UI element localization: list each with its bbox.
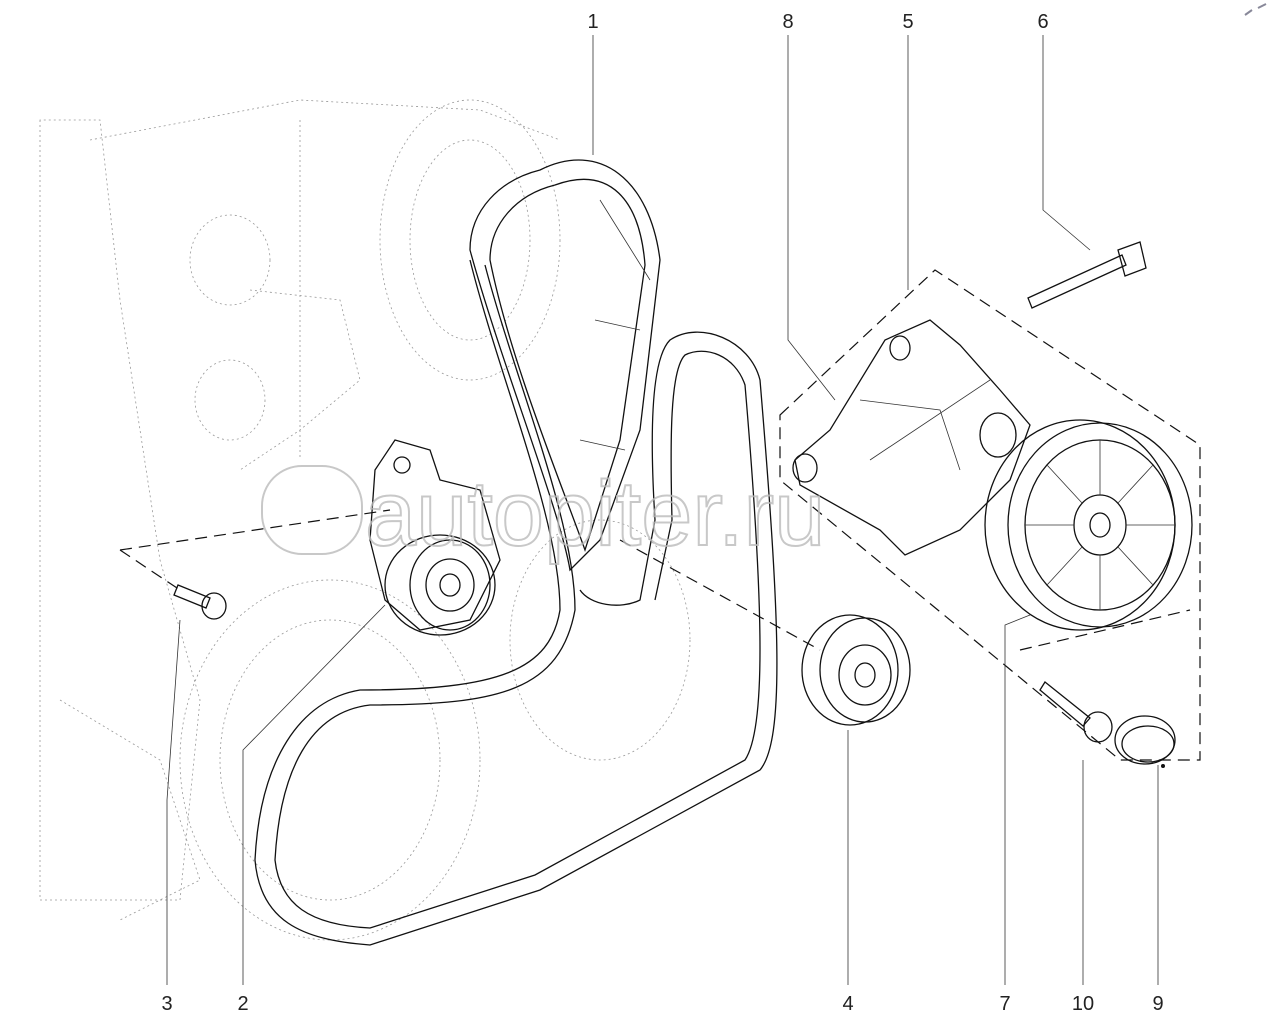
callout-10: 10 xyxy=(1072,993,1094,1015)
corner-mark xyxy=(1244,3,1267,16)
callout-5: 5 xyxy=(902,11,913,33)
grooved-pulley xyxy=(984,419,1193,631)
tensioner-outline xyxy=(119,509,391,591)
callout-9: 9 xyxy=(1152,993,1163,1015)
cap-9 xyxy=(1114,715,1176,768)
callout-2: 2 xyxy=(237,993,248,1015)
engine-block-background xyxy=(39,99,691,941)
callout-3: 3 xyxy=(161,993,172,1015)
assembly-outline-lower xyxy=(1019,609,1191,651)
bolt-3 xyxy=(173,584,227,620)
idler-pulley xyxy=(801,614,911,726)
drive-belt xyxy=(254,159,778,946)
belt-tensioner xyxy=(369,439,501,636)
pulley-bracket xyxy=(792,319,1031,556)
callout-4: 4 xyxy=(842,993,853,1015)
callout-1: 1 xyxy=(587,11,598,33)
bolt-10 xyxy=(1039,681,1113,743)
callout-7: 7 xyxy=(999,993,1010,1015)
watermark-text: autopiter.ru xyxy=(365,463,825,565)
leader-lines xyxy=(166,35,1159,985)
bolt-6 xyxy=(1027,241,1147,309)
callout-8: 8 xyxy=(782,11,793,33)
idler-axis xyxy=(619,539,821,651)
watermark-logo xyxy=(261,465,363,555)
assembly-outline xyxy=(779,269,1201,761)
callout-6: 6 xyxy=(1037,11,1048,33)
watermark: autopiter.ru xyxy=(261,462,826,566)
